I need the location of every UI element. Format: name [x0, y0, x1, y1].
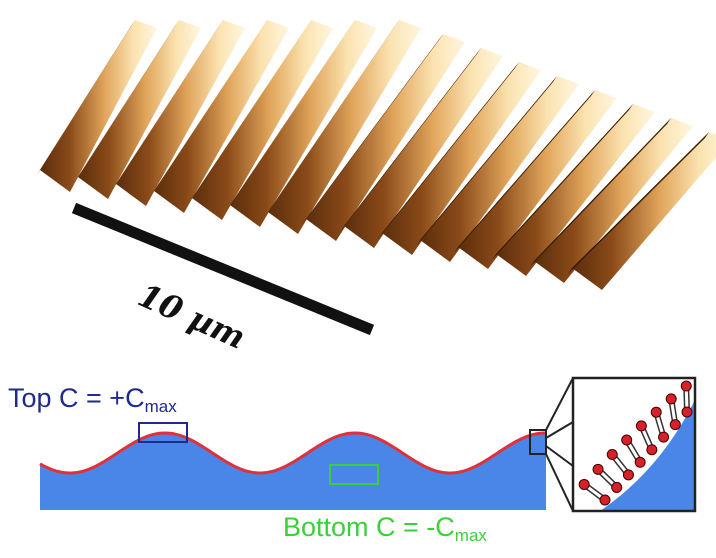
- scale-bar: [71, 202, 375, 336]
- lipid-head: [680, 380, 692, 392]
- lipid-head: [592, 463, 604, 475]
- afm-ridge: [192, 20, 333, 220]
- afm-ridge-shadow: [36, 20, 135, 176]
- lipid-head: [665, 393, 677, 405]
- lipid-head: [634, 456, 646, 468]
- zoom-connector: [529, 377, 574, 512]
- afm-ridge-shadow: [302, 34, 443, 225]
- top-region-box: [138, 422, 188, 443]
- afm-ridge-shadow: [492, 104, 633, 260]
- bottom-curvature-label: Bottom C = -Cmax: [283, 512, 487, 546]
- bottom-label-subscript: max: [454, 526, 487, 545]
- surface-line: [39, 431, 546, 475]
- lipid-head: [669, 419, 681, 431]
- lipid-head: [646, 444, 658, 456]
- lipid-head: [622, 469, 634, 481]
- inset-substrate: [600, 400, 695, 511]
- lipid-head: [650, 406, 662, 418]
- afm-ridge: [40, 20, 157, 192]
- lipid-head: [658, 431, 670, 443]
- afm-ridge-shadow: [378, 62, 519, 239]
- top-label-subscript: max: [144, 397, 177, 416]
- afm-ridge: [78, 20, 201, 199]
- afm-ridge: [268, 20, 421, 234]
- lipid-head: [606, 449, 618, 461]
- lipid-inset: [571, 376, 697, 513]
- top-label-text: Top C = +C: [8, 383, 145, 413]
- afm-ridge-shadow: [74, 20, 179, 183]
- afm-ridge: [496, 104, 655, 276]
- afm-ridge-shadow: [150, 20, 267, 197]
- lipid-head: [635, 420, 647, 432]
- afm-ridge: [382, 62, 541, 255]
- top-curvature-label: Top C = +Cmax: [8, 383, 177, 417]
- lipid-head: [599, 494, 611, 506]
- afm-ridge-shadow: [416, 76, 557, 246]
- afm-ridge-shadow: [188, 20, 311, 204]
- afm-ridge: [344, 48, 503, 248]
- afm-ridge: [534, 118, 693, 283]
- afm-ridge: [306, 34, 465, 241]
- afm-ridge-shadow: [568, 132, 709, 274]
- afm-ridge: [116, 20, 245, 206]
- afm-ridge-shadow: [264, 20, 399, 218]
- afm-ridge: [420, 76, 579, 262]
- afm-ridge: [572, 132, 716, 290]
- afm-ridges: [36, 20, 716, 290]
- lipid-head: [681, 406, 693, 418]
- afm-ridge: [154, 20, 289, 213]
- lipid-head: [621, 434, 633, 446]
- afm-ridge: [458, 90, 617, 269]
- bottom-label-text: Bottom C = -C: [283, 512, 455, 542]
- bottom-region-box: [329, 464, 379, 485]
- lipid-head: [611, 481, 623, 493]
- afm-ridge-shadow: [340, 48, 481, 232]
- afm-ridge-shadow: [454, 90, 595, 253]
- afm-ridge-shadow: [226, 20, 355, 211]
- afm-ridge: [230, 20, 377, 227]
- afm-ridge-shadow: [530, 118, 671, 267]
- wavy-substrate: [40, 433, 546, 510]
- afm-ridge-shadow: [112, 20, 223, 190]
- lipid-head: [578, 478, 590, 490]
